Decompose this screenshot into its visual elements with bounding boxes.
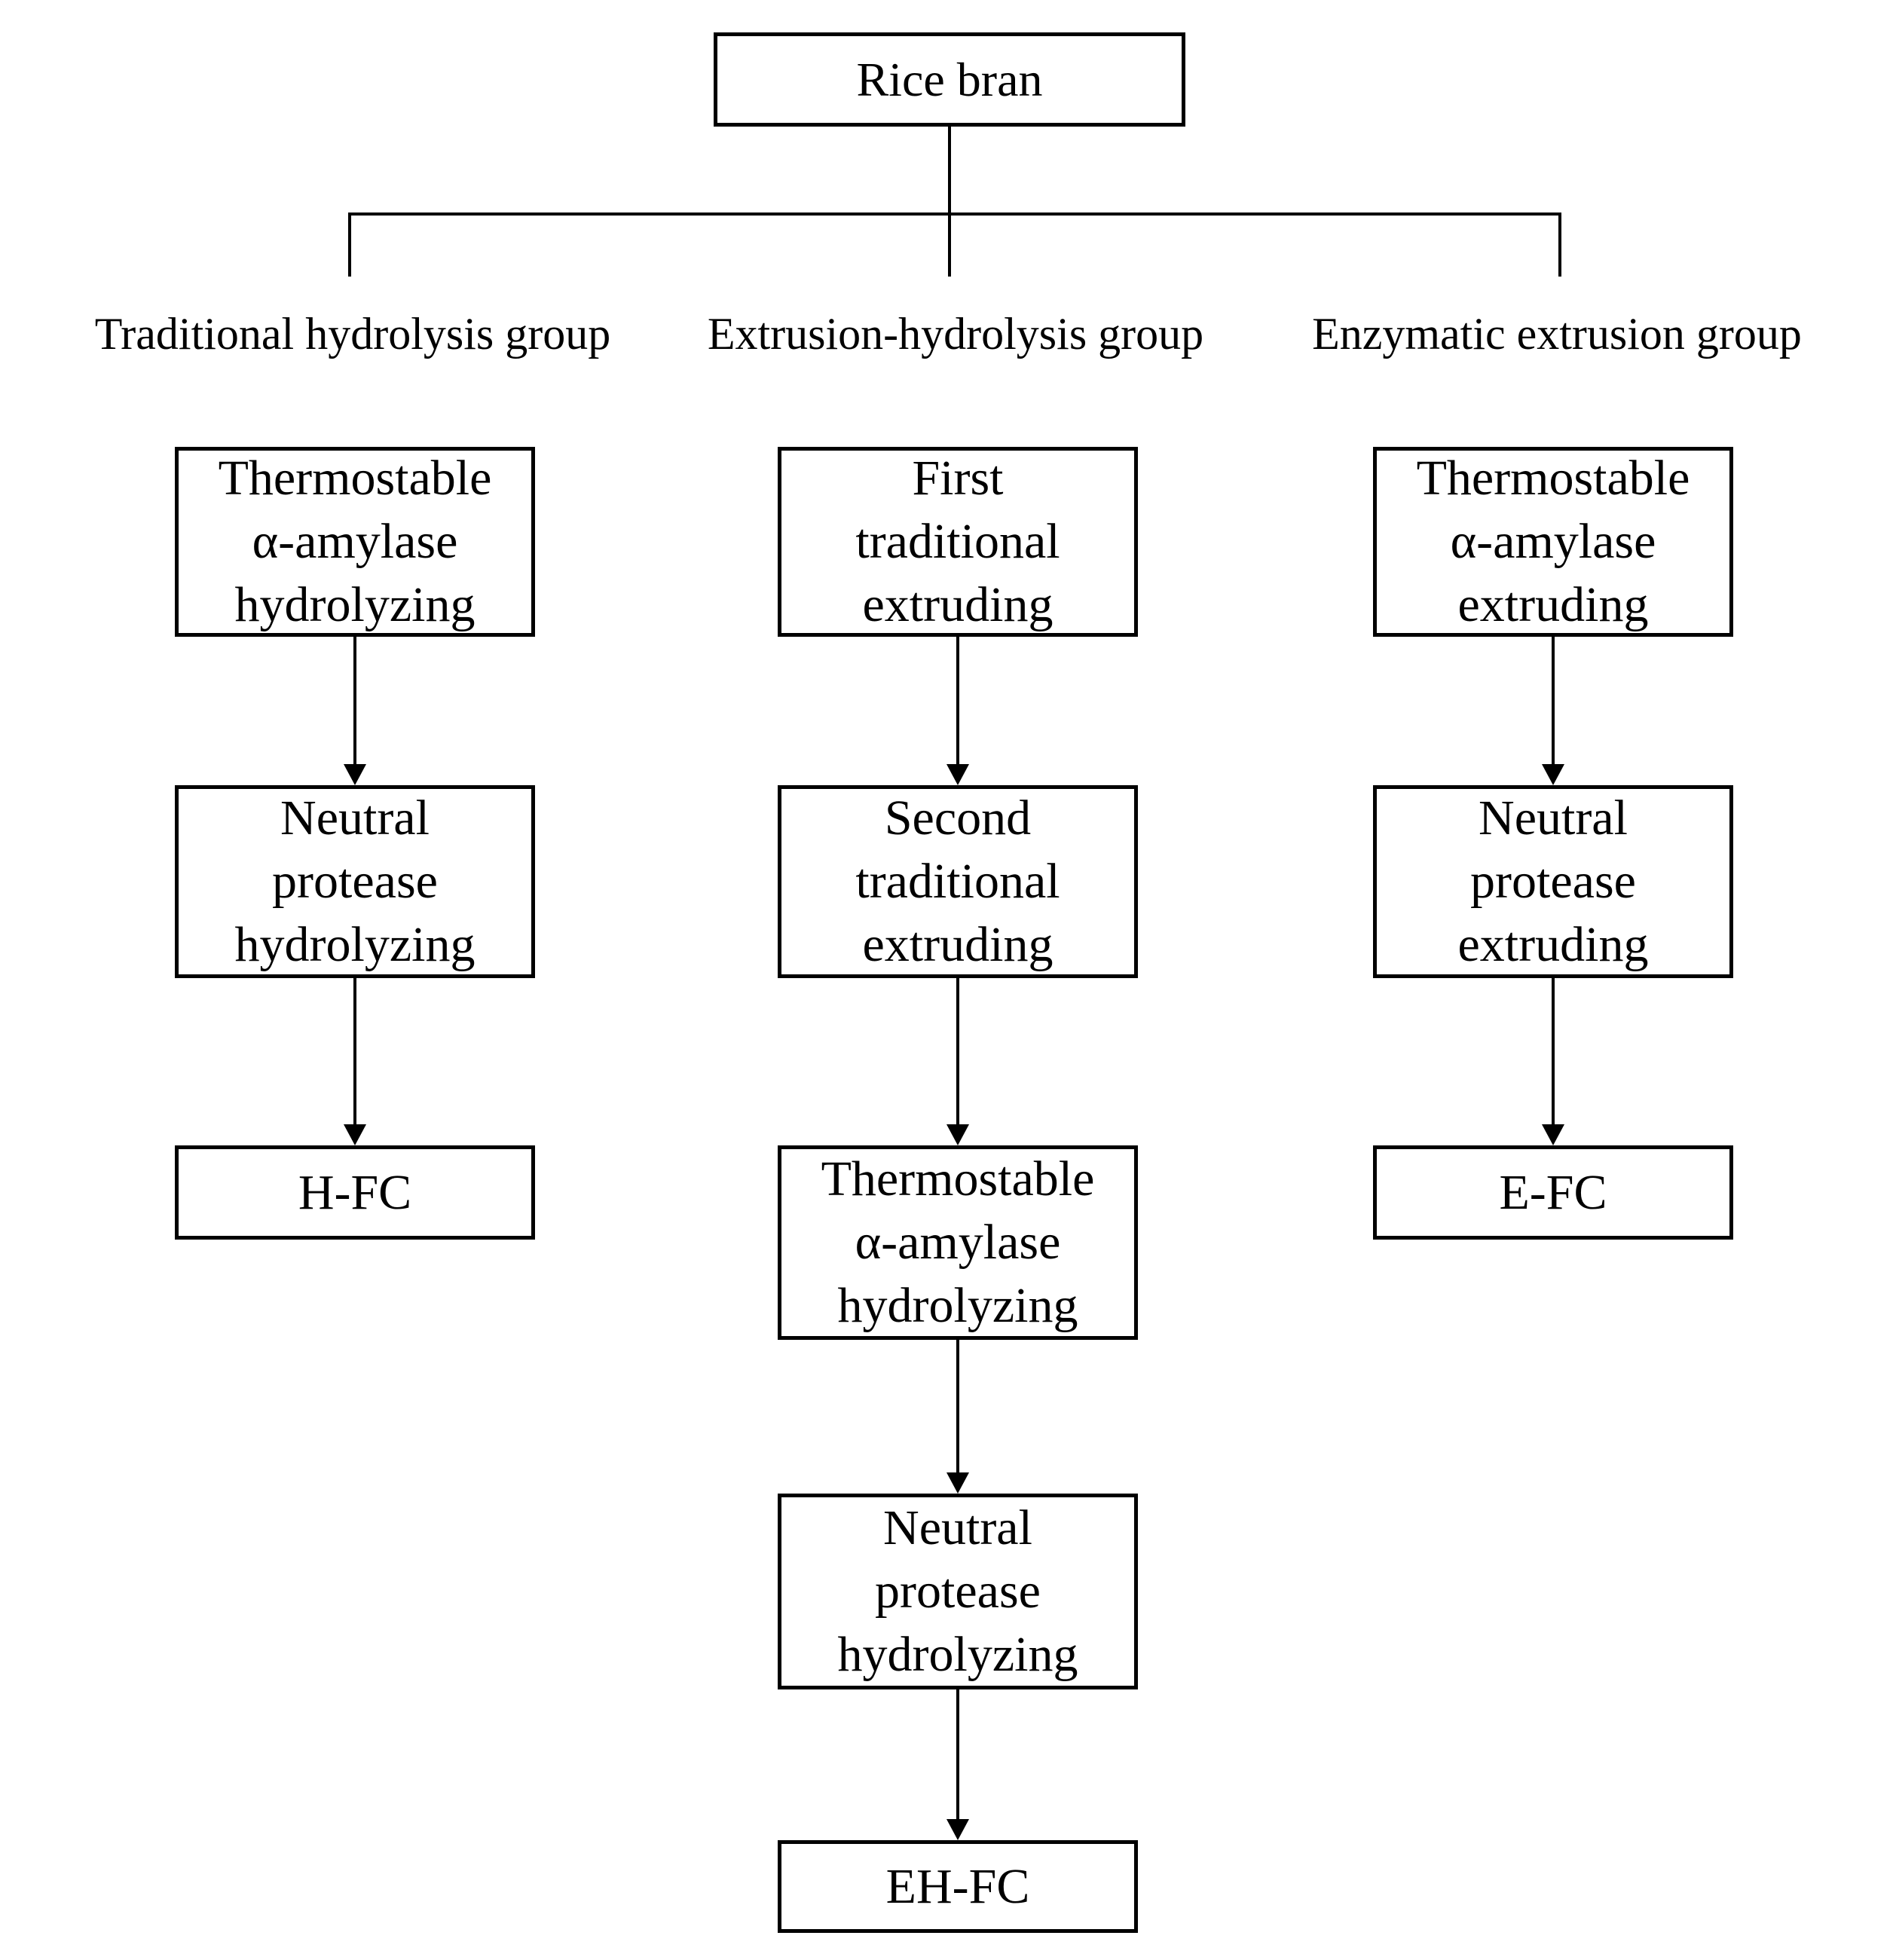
arrow-down-icon: [1542, 637, 1564, 785]
arrowhead-icon: [946, 764, 969, 785]
arrow-down-icon: [1542, 978, 1564, 1145]
connector-branch-right-drop: [1558, 213, 1561, 277]
node-neutral-protease-hydrolyzing: Neutral protease hydrolyzing: [175, 785, 535, 978]
arrow-shaft: [956, 978, 959, 1124]
node-thermostable-amylase-hydrolyzing-2: Thermostable α-amylase hydrolyzing: [778, 1145, 1138, 1340]
connector-branch-middle-drop: [948, 213, 951, 277]
arrow-shaft: [956, 637, 959, 764]
node-e-fc: E-FC: [1373, 1145, 1733, 1240]
arrow-down-icon: [946, 1689, 969, 1840]
arrowhead-icon: [1542, 1124, 1564, 1145]
arrow-shaft: [1552, 978, 1555, 1124]
arrowhead-icon: [344, 1124, 366, 1145]
arrow-down-icon: [946, 1340, 969, 1494]
arrow-shaft: [353, 978, 356, 1124]
node-rice-bran: Rice bran: [714, 32, 1185, 127]
connector-branch-horizontal: [348, 213, 1561, 216]
node-thermostable-amylase-hydrolyzing: Thermostable α-amylase hydrolyzing: [175, 447, 535, 637]
arrow-down-icon: [344, 978, 366, 1145]
arrowhead-icon: [946, 1124, 969, 1145]
group-label-enzymatic-extrusion: Enzymatic extrusion group: [1312, 309, 1802, 359]
node-eh-fc: EH-FC: [778, 1840, 1138, 1933]
arrowhead-icon: [1542, 764, 1564, 785]
node-second-traditional-extruding: Second traditional extruding: [778, 785, 1138, 978]
arrow-down-icon: [946, 637, 969, 785]
group-label-extrusion-hydrolysis: Extrusion-hydrolysis group: [707, 309, 1204, 359]
arrow-shaft: [1552, 637, 1555, 764]
node-first-traditional-extruding: First traditional extruding: [778, 447, 1138, 637]
node-neutral-protease-extruding: Neutral protease extruding: [1373, 785, 1733, 978]
arrowhead-icon: [344, 764, 366, 785]
node-neutral-protease-hydrolyzing-2: Neutral protease hydrolyzing: [778, 1494, 1138, 1689]
node-thermostable-amylase-extruding: Thermostable α-amylase extruding: [1373, 447, 1733, 637]
arrow-shaft: [956, 1340, 959, 1472]
arrow-shaft: [956, 1689, 959, 1819]
arrowhead-icon: [946, 1819, 969, 1840]
arrow-down-icon: [946, 978, 969, 1145]
arrowhead-icon: [946, 1472, 969, 1494]
connector-branch-left-drop: [348, 213, 351, 277]
arrow-down-icon: [344, 637, 366, 785]
arrow-shaft: [353, 637, 356, 764]
connector-root-stem: [948, 125, 951, 214]
node-h-fc: H-FC: [175, 1145, 535, 1240]
group-label-traditional-hydrolysis: Traditional hydrolysis group: [94, 309, 611, 359]
